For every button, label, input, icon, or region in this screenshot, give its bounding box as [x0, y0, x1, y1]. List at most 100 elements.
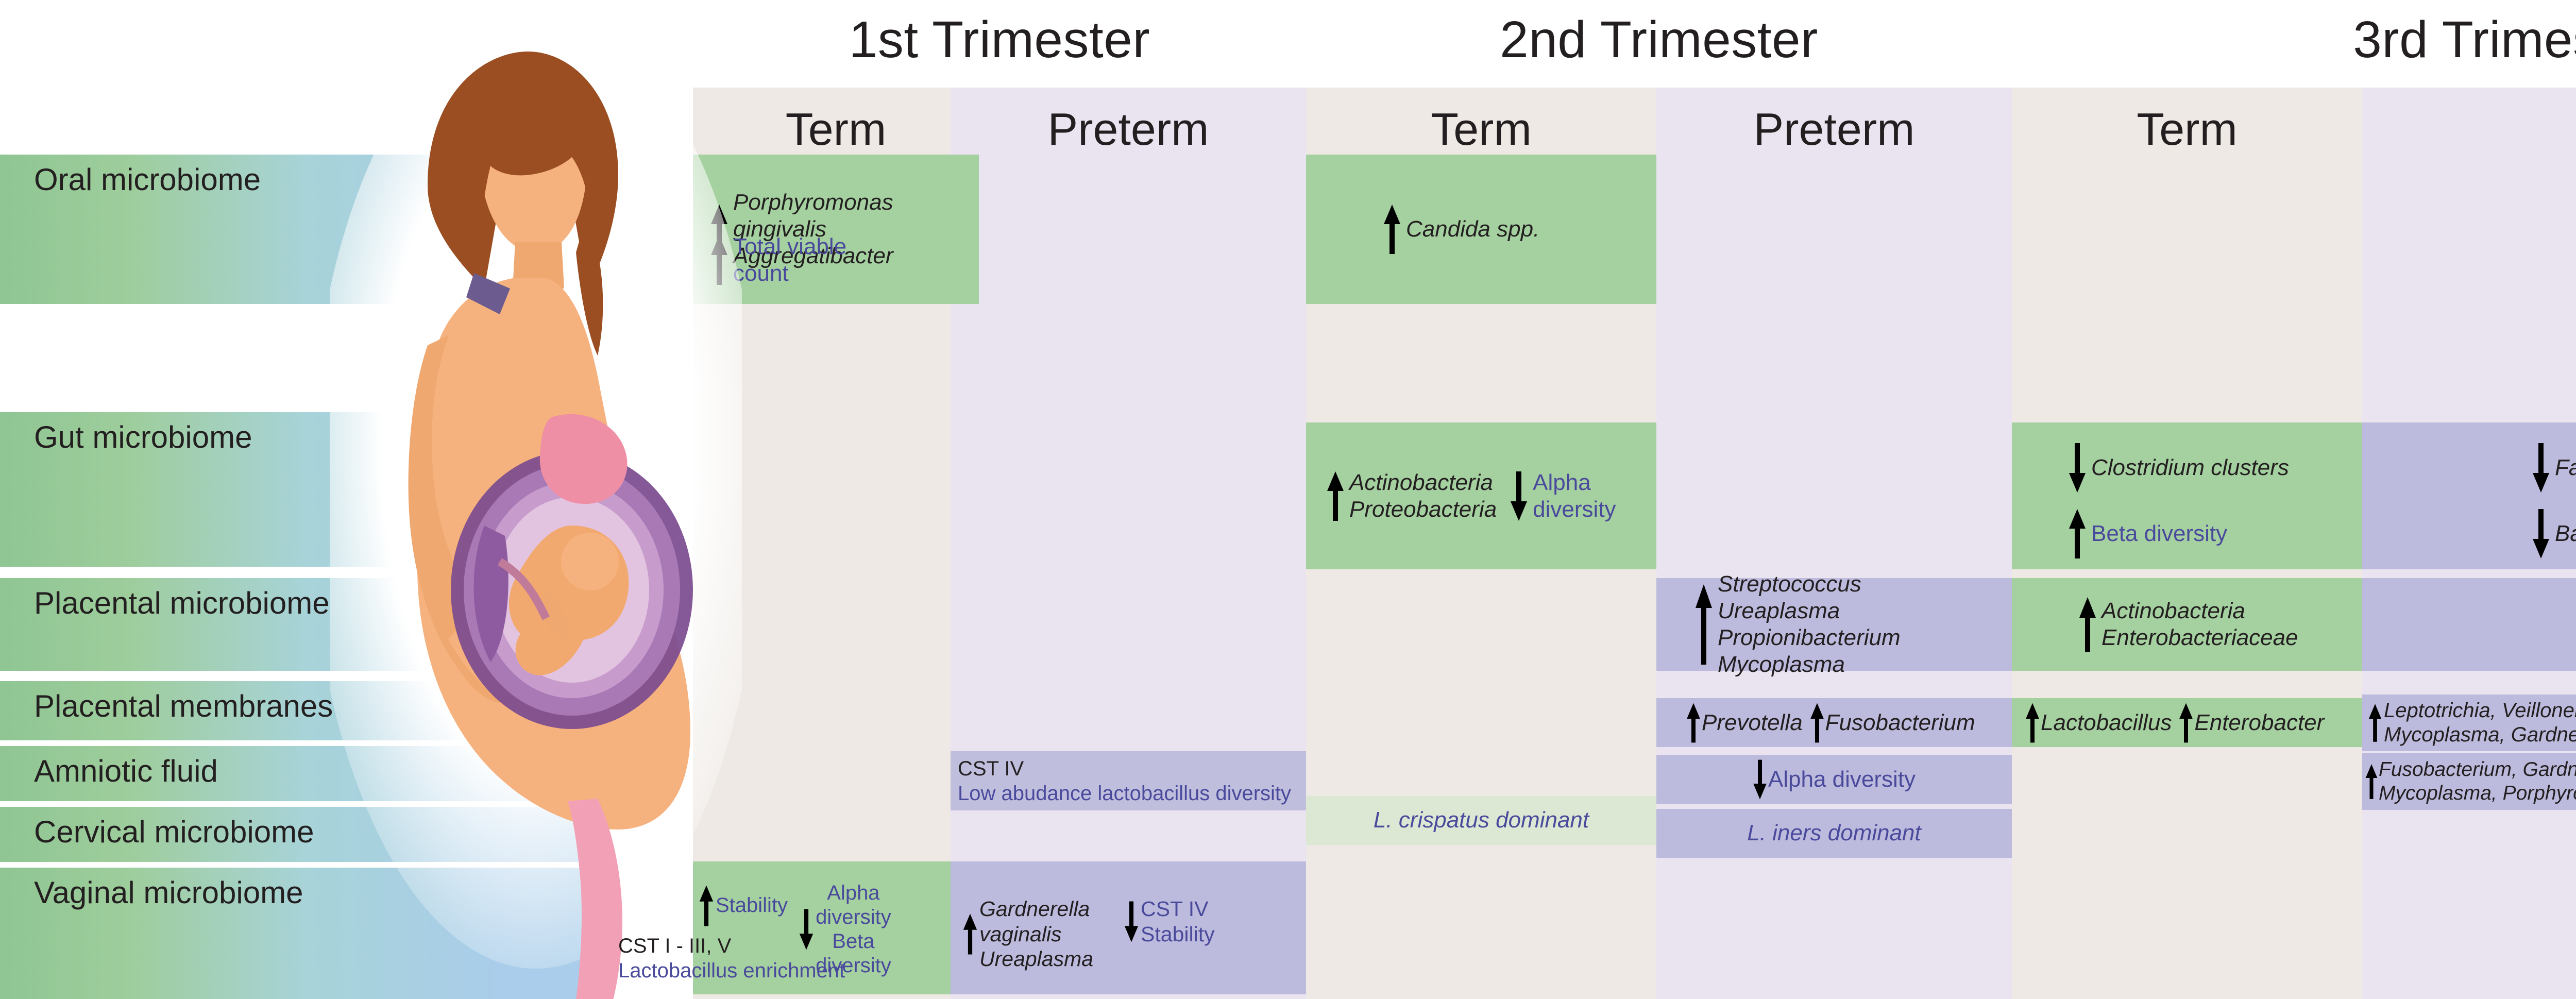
taxa-text: Prevotella — [1702, 709, 1803, 735]
arrow-up-icon — [2069, 508, 2091, 560]
row-label-text: Cervical microbiome — [34, 815, 314, 849]
arrow-down-icon — [2532, 508, 2555, 560]
column-band-t1-preterm — [951, 88, 1306, 999]
row-label-text: Amniotic fluid — [34, 754, 218, 788]
metric-text: Stability — [716, 894, 788, 917]
column-header-t1-preterm: Preterm — [1047, 104, 1209, 155]
column-header-t3-term: Term — [2137, 104, 2238, 155]
taxa-text: Gardnerella vaginalis Ureaplasma — [979, 897, 1094, 971]
row-label-text: Gut microbiome — [34, 420, 252, 454]
row-label-text: Vaginal microbiome — [34, 875, 303, 910]
cell-membranes-t3-term: Lactobacillus Enterobacter — [2012, 698, 2362, 747]
arrow-up-icon — [699, 881, 716, 930]
arrow-down-icon — [2532, 442, 2555, 494]
cell-membranes-t2-preterm: Prevotella Fusobacterium — [1656, 698, 2012, 747]
cell-cervical-t2-term: L. crispatus dominant — [1306, 796, 1656, 845]
taxa-text: Candida spp. — [1406, 216, 1540, 242]
entry: Facecalibacterium — [2532, 442, 2576, 494]
trimester-title-1: 1st Trimester — [849, 11, 1150, 69]
arrow-down-icon — [1124, 897, 1141, 946]
taxa-text: Actinobacteria Proteobacteria — [1349, 469, 1497, 522]
arrow-down-icon — [1753, 759, 1768, 800]
arrow-up-icon — [1810, 702, 1825, 743]
arrow-up-icon — [2368, 700, 2384, 746]
taxa-text: Streptococcus Ureaplasma Propionibacteri… — [1718, 571, 1901, 677]
diversity-note: Low abudance lactobacillus diversity — [958, 782, 1292, 805]
metric-text: Alpha diversity — [1533, 469, 1616, 522]
entry: Alpha diversity — [1753, 759, 1916, 800]
cell-placental-t3-preterm: Burkholderia — [2362, 578, 2576, 671]
row-label-text: Placental microbiome — [34, 586, 330, 620]
arrow-up-icon — [1686, 702, 1702, 743]
cst-label: CST I - III, V — [618, 935, 732, 957]
entry: Actinobacteria Enterobacteriaceae — [2079, 596, 2298, 653]
arrow-down-icon — [799, 905, 816, 954]
cell-cervical-t2-preterm: L. iners dominant — [1656, 809, 2012, 858]
arrow-up-icon — [1695, 583, 1718, 666]
column-header-t1-term: Term — [785, 104, 887, 155]
cell-amniotic-t2-preterm: Alpha diversity — [1656, 755, 2012, 804]
metric-text: Beta diversity — [2091, 520, 2228, 546]
arrow-up-icon — [2025, 702, 2041, 743]
cell-vaginal-t1-term: Stability Alpha diversity Beta diversity — [693, 861, 979, 994]
entry: Prevotella — [1686, 702, 1803, 743]
taxa-text: Fusobacterium — [1825, 709, 1975, 735]
metric-text: Total viable count — [733, 234, 847, 286]
entry: Lactobacillus — [2025, 702, 2172, 743]
entry: Candida spp. — [1383, 204, 1539, 255]
entry: Alpha diversity — [1510, 469, 1616, 523]
arrow-up-icon — [1383, 204, 1406, 255]
entry: Alpha diversity Beta diversity — [799, 881, 891, 978]
entry: Enterobacter — [2179, 702, 2324, 743]
taxa-text: Clostridium clusters — [2091, 454, 2289, 480]
arrow-up-icon — [1327, 470, 1349, 522]
entry: Streptococcus Ureaplasma Propionibacteri… — [1695, 571, 1901, 678]
entry: Actinobacteria Proteobacteria — [1327, 469, 1497, 523]
cell-membranes-t3-preterm: Leptotrichia, Veillonella, Fusobacterium… — [2362, 695, 2576, 751]
dominance-text: L. crispatus dominant — [1373, 807, 1589, 833]
dominance-text: L. iners dominant — [1747, 820, 1921, 846]
taxa-text: Porphyromonas gingivalis Aggregatibacter — [733, 190, 893, 268]
cell-oral-t1-term: Porphyromonas gingivalis Aggregatibacter — [693, 155, 979, 304]
entry: Fusobacterium — [1810, 702, 1975, 743]
row-label-text: Placental membranes — [34, 689, 333, 723]
cst-label: CST IV — [958, 757, 1024, 780]
cell-amniotic-t1-preterm: CST IV Low abudance lactobacillus divers… — [951, 751, 1306, 810]
entry: CST IV Stability — [1124, 896, 1215, 946]
taxa-text: Fusobacterium, Gardnerella, Sneathia, St… — [2379, 758, 2576, 804]
arrow-up-icon — [2079, 596, 2102, 653]
entry: Porphyromonas gingivalis Aggregatibacter — [710, 189, 893, 269]
row-label-text: Oral microbiome — [34, 162, 261, 197]
column-header-t3-preterm: Preterm — [2362, 103, 2576, 156]
entry: Fusobacterium, Gardnerella, Sneathia, St… — [2365, 758, 2576, 805]
trimester-title-2: 2nd Trimester — [1500, 11, 1818, 69]
cell-placental-t3-term: Actinobacteria Enterobacteriaceae — [2012, 578, 2362, 671]
cell-amniotic-t3-preterm: Fusobacterium, Gardnerella, Sneathia, St… — [2362, 753, 2576, 810]
taxa-text: Enterobacter — [2194, 709, 2325, 735]
cell-vaginal-t1-preterm: Gardnerella vaginalis Ureaplasma CST IV … — [951, 861, 1306, 994]
taxa-text: Bacteroides — [2555, 520, 2576, 546]
enrichment-note: Lactobacillus enrichment — [618, 959, 845, 982]
cell-placental-t2-preterm: Streptococcus Ureaplasma Propionibacteri… — [1656, 571, 2012, 677]
cell-gut-t3-preterm: Facecalibacterium Bacteroides — [2362, 422, 2576, 569]
taxa-text: Facecalibacterium — [2555, 454, 2576, 480]
column-header-t2-term: Term — [1431, 104, 1532, 155]
arrow-up-icon — [2179, 702, 2194, 743]
entry: Clostridium clusters — [2069, 442, 2362, 494]
metric-text: CST IV Stability — [1141, 897, 1215, 946]
entry: Gardnerella vaginalis Ureaplasma — [963, 896, 1093, 971]
cell-gut-t2-term: Actinobacteria Proteobacteria Alpha dive… — [1306, 422, 1656, 569]
column-band-t2-preterm — [1656, 88, 2012, 999]
entry: Beta diversity — [2069, 508, 2362, 560]
metric-text: Alpha diversity — [1768, 766, 1916, 792]
taxa-text: Lactobacillus — [2041, 709, 2172, 735]
entry: Bacteroides — [2532, 508, 2576, 560]
entry: Leptotrichia, Veillonella, Fusobacterium… — [2368, 699, 2576, 747]
column-header-t2-preterm: Preterm — [1753, 104, 1915, 155]
arrow-down-icon — [1510, 470, 1533, 522]
metric-text: Alpha diversity Beta diversity — [816, 881, 891, 977]
arrow-down-icon — [2069, 442, 2091, 494]
taxa-text: Actinobacteria Enterobacteriaceae — [2102, 598, 2298, 650]
trimester-title-3: 3rd Trimester — [2353, 11, 2576, 69]
